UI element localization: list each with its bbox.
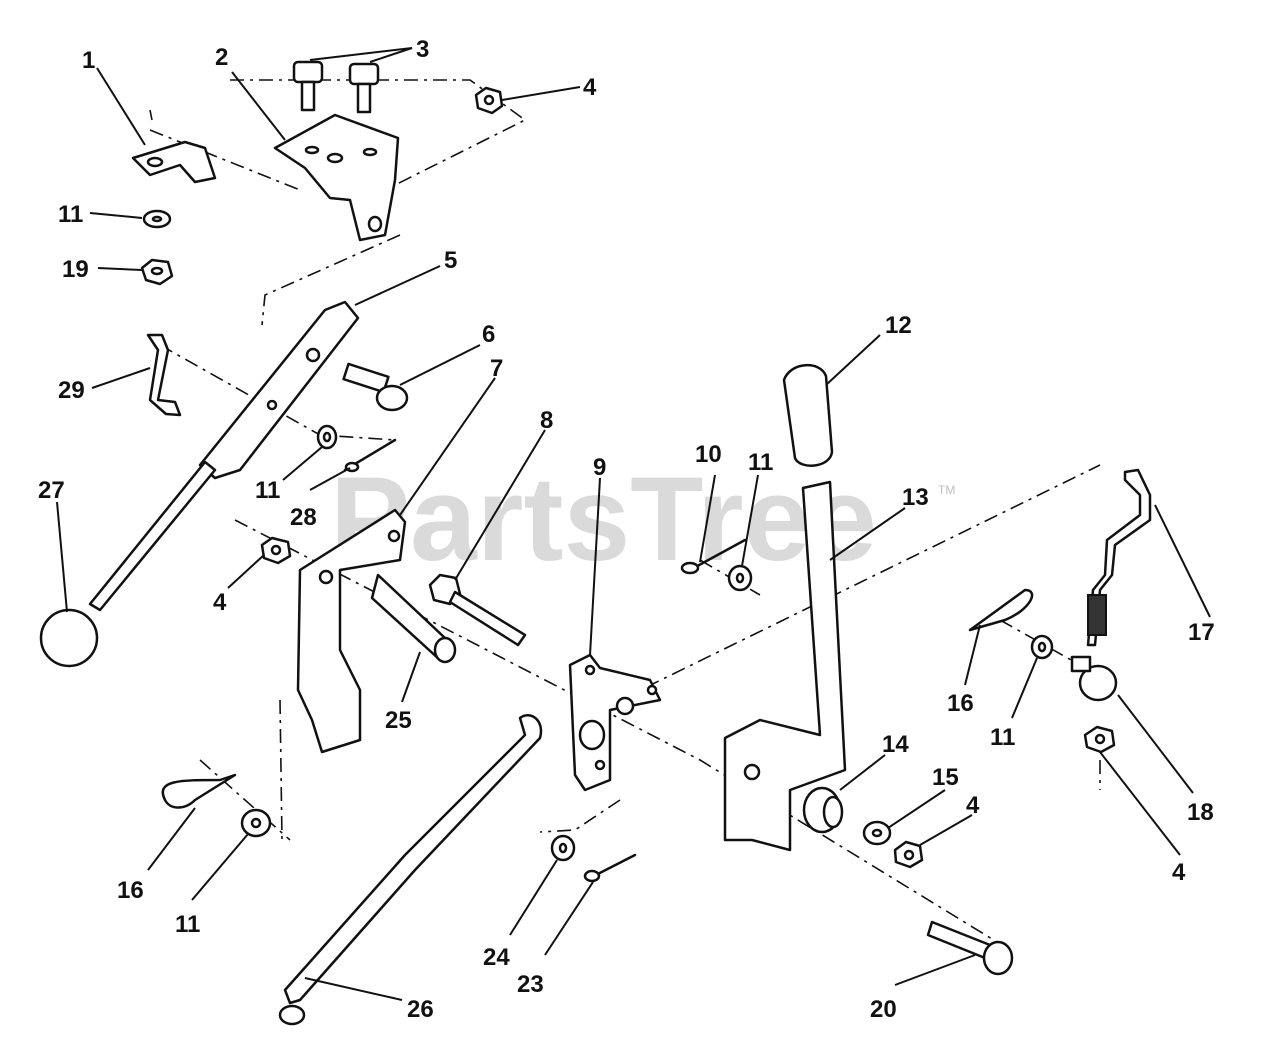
part-4-nut-left bbox=[260, 536, 292, 565]
callout-16-right: 16 bbox=[947, 690, 974, 717]
callout-27: 27 bbox=[38, 477, 65, 504]
part-18-trunnion bbox=[1070, 655, 1118, 702]
callout-4-left: 4 bbox=[213, 589, 227, 616]
part-12-grip bbox=[782, 363, 834, 467]
part-19-nut bbox=[140, 258, 174, 286]
part-6-bolt bbox=[342, 362, 409, 412]
callout-10: 10 bbox=[695, 441, 722, 468]
part-14-bushing bbox=[802, 786, 844, 834]
part-4-nut-right bbox=[893, 840, 924, 869]
part-11-washer-lower-left bbox=[240, 808, 272, 838]
part-3-bolts bbox=[292, 60, 380, 114]
callout-19: 19 bbox=[62, 256, 89, 283]
callout-16-left: 16 bbox=[117, 877, 144, 904]
part-1-clip bbox=[131, 140, 217, 184]
part-25-spacer-tube bbox=[370, 573, 457, 664]
part-16-hair-pin-left bbox=[161, 773, 237, 809]
callout-24: 24 bbox=[483, 944, 510, 971]
callout-9: 9 bbox=[593, 454, 606, 481]
callout-1: 1 bbox=[82, 47, 95, 74]
callout-6: 6 bbox=[482, 321, 495, 348]
callout-numbers: 1 2 3 4 11 19 5 6 29 12 7 8 11 28 27 9 1… bbox=[38, 36, 1215, 1023]
callout-12: 12 bbox=[885, 312, 912, 339]
callout-3: 3 bbox=[416, 36, 429, 63]
part-20-bolt bbox=[926, 920, 1014, 976]
callout-11-lower-left: 11 bbox=[175, 911, 200, 938]
part-17-adjuster-rod bbox=[1086, 468, 1152, 647]
callout-15: 15 bbox=[932, 764, 959, 791]
part-24-washer bbox=[550, 834, 576, 862]
part-7-pedal-plate bbox=[296, 508, 407, 754]
callout-29: 29 bbox=[58, 377, 85, 404]
part-16-hair-pin-right bbox=[968, 588, 1034, 632]
callout-23: 23 bbox=[517, 971, 544, 998]
part-11-washer-top bbox=[142, 209, 172, 229]
part-2-bracket bbox=[273, 113, 400, 242]
part-4-nut-far-right bbox=[1083, 725, 1116, 754]
callout-25: 25 bbox=[385, 707, 412, 734]
part-29-linkage-pin bbox=[146, 333, 182, 417]
callout-4-right: 4 bbox=[966, 792, 980, 819]
callout-11-mid: 11 bbox=[255, 477, 280, 504]
part-5-lever-arm bbox=[88, 300, 360, 612]
callout-7: 7 bbox=[490, 355, 503, 382]
callout-4-far-right: 4 bbox=[1172, 859, 1186, 886]
leader-lines bbox=[56, 47, 1211, 1001]
part-10-cotter-pin bbox=[680, 538, 747, 575]
part-11-washer-mid bbox=[316, 424, 338, 450]
callout-11-top: 11 bbox=[58, 201, 83, 228]
part-8-bolt bbox=[428, 573, 527, 647]
part-27-knob bbox=[39, 608, 99, 668]
part-11-washer-right bbox=[1030, 634, 1054, 660]
callout-11-right: 11 bbox=[990, 724, 1015, 751]
part-15-washer bbox=[862, 820, 892, 846]
part-4-nut-top bbox=[474, 86, 504, 115]
callout-26: 26 bbox=[407, 996, 434, 1023]
callout-17: 17 bbox=[1188, 619, 1215, 646]
callout-8: 8 bbox=[540, 407, 553, 434]
callout-18: 18 bbox=[1187, 799, 1214, 826]
callout-2: 2 bbox=[215, 44, 228, 71]
callout-20: 20 bbox=[870, 996, 897, 1023]
callout-14: 14 bbox=[882, 731, 909, 758]
part-23-cotter-pin bbox=[583, 853, 637, 883]
watermark-text: PartsTree bbox=[330, 452, 877, 586]
callout-5: 5 bbox=[444, 247, 457, 274]
part-26-lift-rod bbox=[278, 713, 543, 1026]
watermark-trademark: TM bbox=[938, 483, 955, 497]
callout-4-top: 4 bbox=[583, 74, 597, 101]
part-9-pivot-bracket bbox=[568, 653, 662, 792]
callout-28: 28 bbox=[290, 504, 317, 531]
part-11-washer-upper-right bbox=[727, 564, 753, 592]
part-13-lift-handle bbox=[723, 480, 847, 852]
callout-13: 13 bbox=[902, 484, 929, 511]
callout-11-upper-right: 11 bbox=[748, 449, 773, 476]
